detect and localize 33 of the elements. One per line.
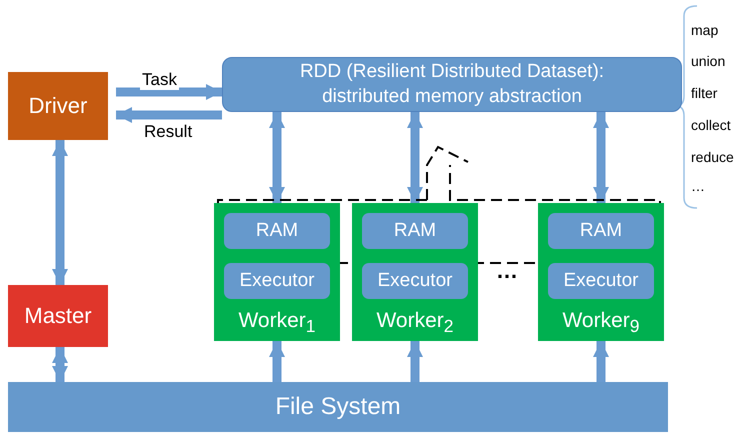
arrow	[407, 112, 423, 203]
worker-box	[214, 203, 340, 341]
arrow	[52, 347, 68, 382]
component-box: RAM	[548, 213, 654, 249]
driver-box: Driver	[8, 72, 108, 140]
component-box: Executor	[224, 263, 330, 299]
worker-label: Worker$_{2}$	[376, 308, 454, 337]
component-box: RAM	[362, 213, 468, 249]
arrow	[593, 112, 609, 203]
component-box: RAM	[224, 213, 330, 249]
arrow	[407, 341, 423, 382]
ellipsis-label: …	[496, 258, 518, 284]
operation-label: collect	[691, 117, 731, 133]
worker-label: Worker$_{9}$	[562, 308, 640, 337]
edge-label: Task	[140, 70, 179, 90]
arrow	[52, 140, 68, 285]
rdd-box: RDD (Resilient Distributed Dataset): distributed memory abstraction	[222, 57, 682, 112]
worker-box	[352, 203, 478, 341]
worker-box	[538, 203, 664, 341]
arrow	[593, 341, 609, 382]
arrow	[116, 107, 222, 123]
master-box: Master	[8, 285, 108, 347]
arrow	[116, 84, 222, 100]
operation-label: …	[691, 178, 705, 194]
file-system-bar: File System	[8, 382, 668, 432]
operation-label: filter	[691, 85, 718, 101]
component-box: Executor	[548, 263, 654, 299]
worker-label: Worker$_{1}$	[238, 308, 316, 337]
arrow	[269, 112, 285, 203]
operation-label: map	[691, 22, 718, 38]
component-box: Executor	[362, 263, 468, 299]
operation-label: union	[691, 53, 726, 69]
operation-label: reduce	[691, 149, 734, 165]
